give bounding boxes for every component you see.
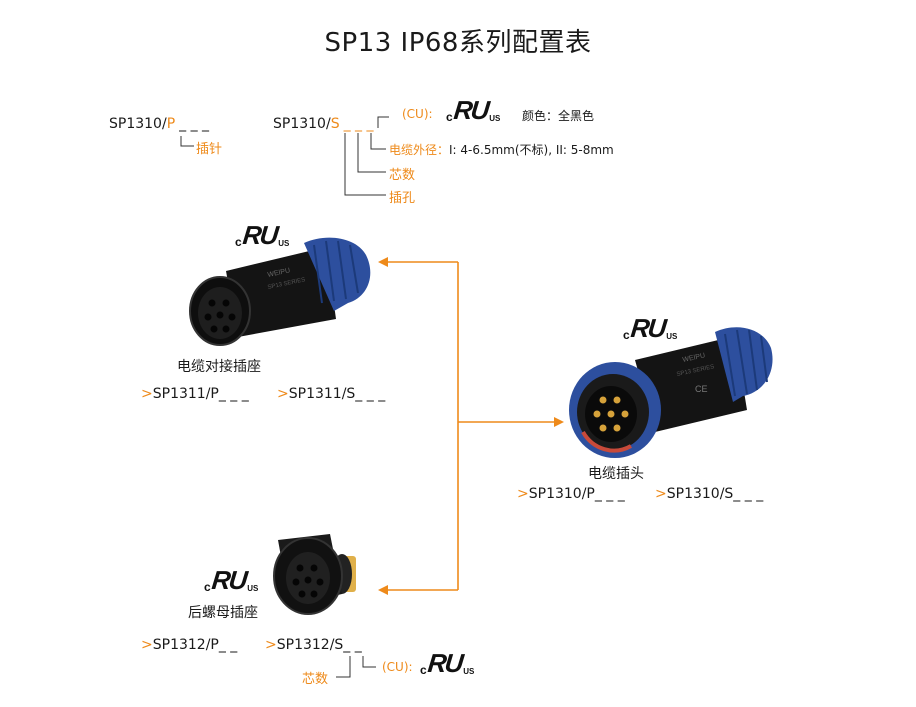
ul-logo-c: c: [446, 110, 453, 124]
rear-socket-cores-legend: 芯数: [302, 672, 329, 687]
socket-hole-legend: 插孔: [389, 191, 416, 206]
plug-emboss-brand: WEIPU: [682, 352, 706, 364]
rear-cu-bracket: [362, 656, 376, 668]
rear-socket-code-p-text: SP1312/P_ _: [152, 637, 238, 653]
ul-logo-c: c: [623, 328, 630, 342]
inline-socket-code-p: >SP1311/P_ _ _: [141, 386, 249, 402]
page-title: SP13 IP68系列配置表: [324, 28, 592, 58]
inline-socket-code-s: >SP1311/S_ _ _: [277, 386, 386, 402]
ul-logo-mark: RU: [426, 648, 463, 678]
ul-logo-mark: RU: [629, 313, 666, 343]
inline-socket-image: WEIPU SP13 SERIES: [186, 233, 378, 355]
ul-logo-us: US: [489, 114, 501, 123]
plug-emboss-ce: CE: [695, 384, 708, 394]
ul-logo-us: US: [278, 239, 290, 248]
cu-bracket: [377, 116, 389, 128]
plug-code-prefix: SP1310/: [109, 116, 167, 132]
arrowhead-inline: [378, 257, 388, 267]
rear-socket-code-p: >SP1312/P_ _: [141, 637, 238, 653]
cores-bracket: [357, 133, 386, 173]
plug-code-s-text: SP1310/S_ _ _: [666, 486, 764, 502]
ul-logo-c: c: [204, 580, 211, 594]
arrowhead-plug: [554, 417, 564, 427]
hole-bracket: [344, 133, 386, 196]
ul-logo-c: c: [420, 663, 427, 677]
orange-arrow-tree: [384, 261, 556, 591]
inline-emboss-brand: WEIPU: [267, 267, 291, 279]
rear-socket-name: 后螺母插座: [188, 605, 258, 621]
plug-code-p: >SP1310/P_ _ _: [517, 486, 625, 502]
rear-socket-image: [268, 530, 384, 624]
plug-image: WEIPU SP13 SERIES CE: [565, 320, 775, 464]
socket-code-blanks: _ _ _: [343, 116, 374, 132]
inline-socket-connector-icon: WEIPU SP13 SERIES: [189, 237, 371, 346]
rear-socket-cu-label: (CU):: [382, 660, 413, 674]
plug-pin-legend: 插针: [196, 142, 223, 157]
plug-legend-bracket: [180, 136, 194, 147]
rear-nut-socket-icon: [273, 534, 356, 615]
socket-code-prefix: SP1310/: [273, 116, 331, 132]
cable-od-spec: 电缆外径：I: 4-6.5mm(不标), II: 5-8mm: [389, 141, 614, 158]
socket-part-code: SP1310/S_ _ _: [273, 116, 373, 132]
ul-logo-mark: RU: [210, 565, 247, 595]
color-spec: 颜色：全黑色: [522, 109, 595, 123]
rear-socket-code-s-text: SP1312/S_ _: [276, 637, 362, 653]
arrowhead-rear: [378, 585, 388, 595]
legend-brackets: [180, 116, 389, 196]
ul-logo-c: c: [235, 235, 242, 249]
bottom-brackets: [336, 656, 376, 678]
inline-socket-code-s-text: SP1311/S_ _ _: [288, 386, 386, 402]
inline-socket-name: 电缆对接插座: [177, 359, 261, 375]
arrow-heads: [378, 257, 564, 595]
socket-code-letter: S: [330, 116, 340, 132]
cable-od-label: 电缆外径：: [389, 143, 450, 157]
cable-od-value: I: 4-6.5mm(不标), II: 5-8mm: [449, 143, 614, 157]
ul-logo-us: US: [463, 667, 475, 676]
cable-od-bracket: [370, 133, 386, 150]
inline-socket-code-p-text: SP1311/P_ _ _: [152, 386, 249, 402]
ul-logo-us: US: [247, 584, 259, 593]
plug-part-code: SP1310/P_ _ _: [109, 116, 209, 132]
plug-code-p-text: SP1310/P_ _ _: [528, 486, 625, 502]
rear-cores-bracket: [336, 656, 351, 678]
plug-code-letter: P: [166, 116, 176, 132]
plug-code-blanks: _ _ _: [179, 116, 210, 132]
ul-logo-us: US: [666, 332, 678, 341]
cu-label: (CU):: [402, 107, 433, 121]
cable-plug-connector-icon: WEIPU SP13 SERIES CE: [569, 327, 773, 458]
plug-name: 电缆插头: [588, 466, 644, 482]
cores-legend: 芯数: [389, 168, 416, 183]
rear-socket-code-s: >SP1312/S_ _: [265, 637, 362, 653]
ul-logo-mark: RU: [241, 220, 278, 250]
plug-code-s: >SP1310/S_ _ _: [655, 486, 764, 502]
